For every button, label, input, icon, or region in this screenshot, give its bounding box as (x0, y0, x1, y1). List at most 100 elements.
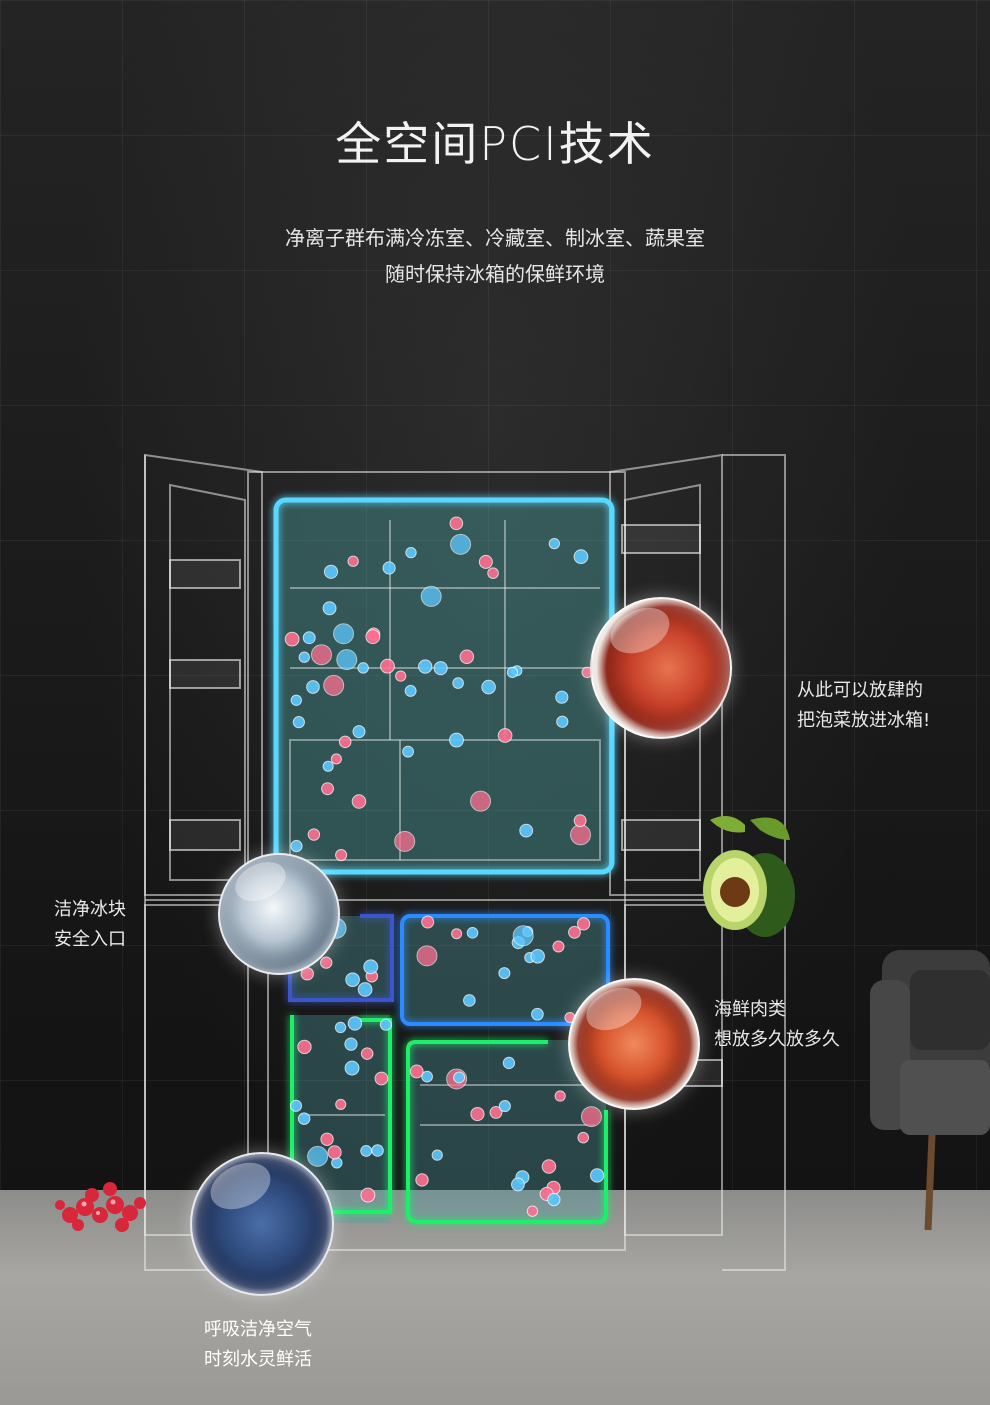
cabinet-outline (247, 471, 626, 1251)
floor (0, 1190, 990, 1405)
ion-positive (360, 1187, 376, 1203)
ion-negative (589, 1168, 605, 1183)
ion-positive (321, 782, 334, 796)
ion-negative (336, 649, 358, 671)
ion-negative (298, 651, 310, 663)
ion-positive (395, 670, 407, 682)
ion-particles (284, 516, 605, 1217)
ion-positive (374, 1071, 389, 1086)
callout-ice-line-2: 安全入口 (54, 929, 126, 950)
ion-negative (452, 677, 464, 689)
ion-negative (404, 684, 417, 697)
ion-positive (365, 629, 381, 645)
ion-positive (470, 1106, 485, 1122)
ion-negative (302, 631, 316, 645)
ion-positive (489, 1105, 503, 1119)
callout-seafood: 海鲜肉类 想放多久放多久 (714, 995, 840, 1055)
callout-seafood-line-2: 想放多久放多久 (714, 1029, 840, 1050)
callout-seafood-line-1: 海鲜肉类 (714, 999, 786, 1020)
callout-kimchi-line-2: 把泡菜放进冰箱! (797, 710, 931, 731)
ion-negative (322, 601, 337, 616)
ion-negative (481, 679, 496, 695)
ion-negative (360, 1144, 373, 1157)
ion-positive (323, 674, 345, 696)
ion-positive (416, 945, 438, 967)
ion-positive (470, 790, 492, 812)
ion-negative (502, 1056, 516, 1070)
ion-positive (360, 1047, 374, 1060)
ion-negative (307, 1145, 329, 1167)
ion-negative (344, 1037, 358, 1051)
ion-positive (297, 1039, 312, 1055)
callout-fruit-line-1: 呼吸洁净空气 (204, 1319, 312, 1340)
ion-negative (306, 680, 320, 694)
ion-positive (335, 848, 348, 862)
right-upper-door (609, 453, 723, 896)
ion-positive (552, 940, 565, 953)
ion-positive (415, 1173, 429, 1187)
callout-ice: 洁净冰块 安全入口 (54, 895, 126, 955)
ion-positive (421, 915, 435, 929)
door-shelf (621, 819, 701, 851)
avocado-icon (703, 816, 795, 937)
ion-positive (577, 1131, 590, 1144)
ion-positive (394, 830, 416, 852)
ion-positive (451, 928, 463, 940)
ion-positive (526, 1205, 539, 1217)
ion-negative (347, 1016, 363, 1031)
ion-negative (519, 823, 534, 838)
ion-negative (382, 561, 396, 575)
subtitle-line-2: 随时保持冰箱的保鲜环境 (385, 262, 605, 286)
ion-negative (379, 1018, 392, 1031)
ion-negative (555, 690, 569, 704)
ion-positive (459, 649, 475, 664)
ion-positive (576, 917, 591, 931)
ion-negative (290, 839, 303, 853)
ice-ball-icon (218, 853, 340, 975)
ion-positive (568, 925, 581, 939)
crisper-left-zone-border (290, 1015, 392, 1214)
ion-negative (511, 1177, 525, 1192)
ion-negative (420, 585, 442, 607)
ion-positive (347, 555, 359, 567)
ion-negative (323, 564, 339, 579)
callout-kimchi-line-1: 从此可以放肆的 (797, 680, 923, 701)
callout-fruit: 呼吸洁净空气 时刻水灵鲜活 (204, 1315, 312, 1375)
ion-negative (322, 760, 334, 772)
ion-negative (498, 967, 511, 980)
ion-positive (335, 1098, 347, 1110)
ion-positive (554, 1090, 566, 1102)
chiller-zone-border (400, 914, 610, 1026)
ion-positive (330, 753, 342, 765)
pomegranate-icon (55, 1182, 146, 1232)
ion-positive (409, 1064, 424, 1079)
callout-fruit-line-2: 时刻水灵鲜活 (204, 1349, 312, 1370)
ion-positive (310, 644, 332, 666)
ion-negative (573, 549, 589, 565)
callout-ice-line-1: 洁净冰块 (54, 899, 126, 920)
ion-negative (506, 666, 519, 679)
ion-negative (344, 1060, 360, 1076)
ion-positive (573, 814, 587, 828)
ion-positive (338, 735, 352, 749)
ion-negative (449, 732, 464, 748)
ion-negative (334, 1021, 347, 1034)
ion-negative (352, 725, 366, 739)
ion-negative (433, 661, 448, 676)
door-shelf (169, 659, 241, 689)
ion-negative (530, 949, 545, 964)
ion-negative (289, 1099, 303, 1112)
ion-negative (292, 716, 305, 729)
ion-positive (487, 567, 499, 579)
ice-zone-border (288, 914, 394, 1002)
ion-negative (405, 546, 417, 559)
ion-negative (418, 659, 433, 674)
ion-positive (327, 1145, 342, 1160)
ion-negative (357, 662, 369, 674)
ion-negative (512, 925, 534, 947)
ion-positive (320, 1132, 334, 1146)
ion-negative (297, 1112, 311, 1125)
ion-negative (531, 1007, 544, 1021)
